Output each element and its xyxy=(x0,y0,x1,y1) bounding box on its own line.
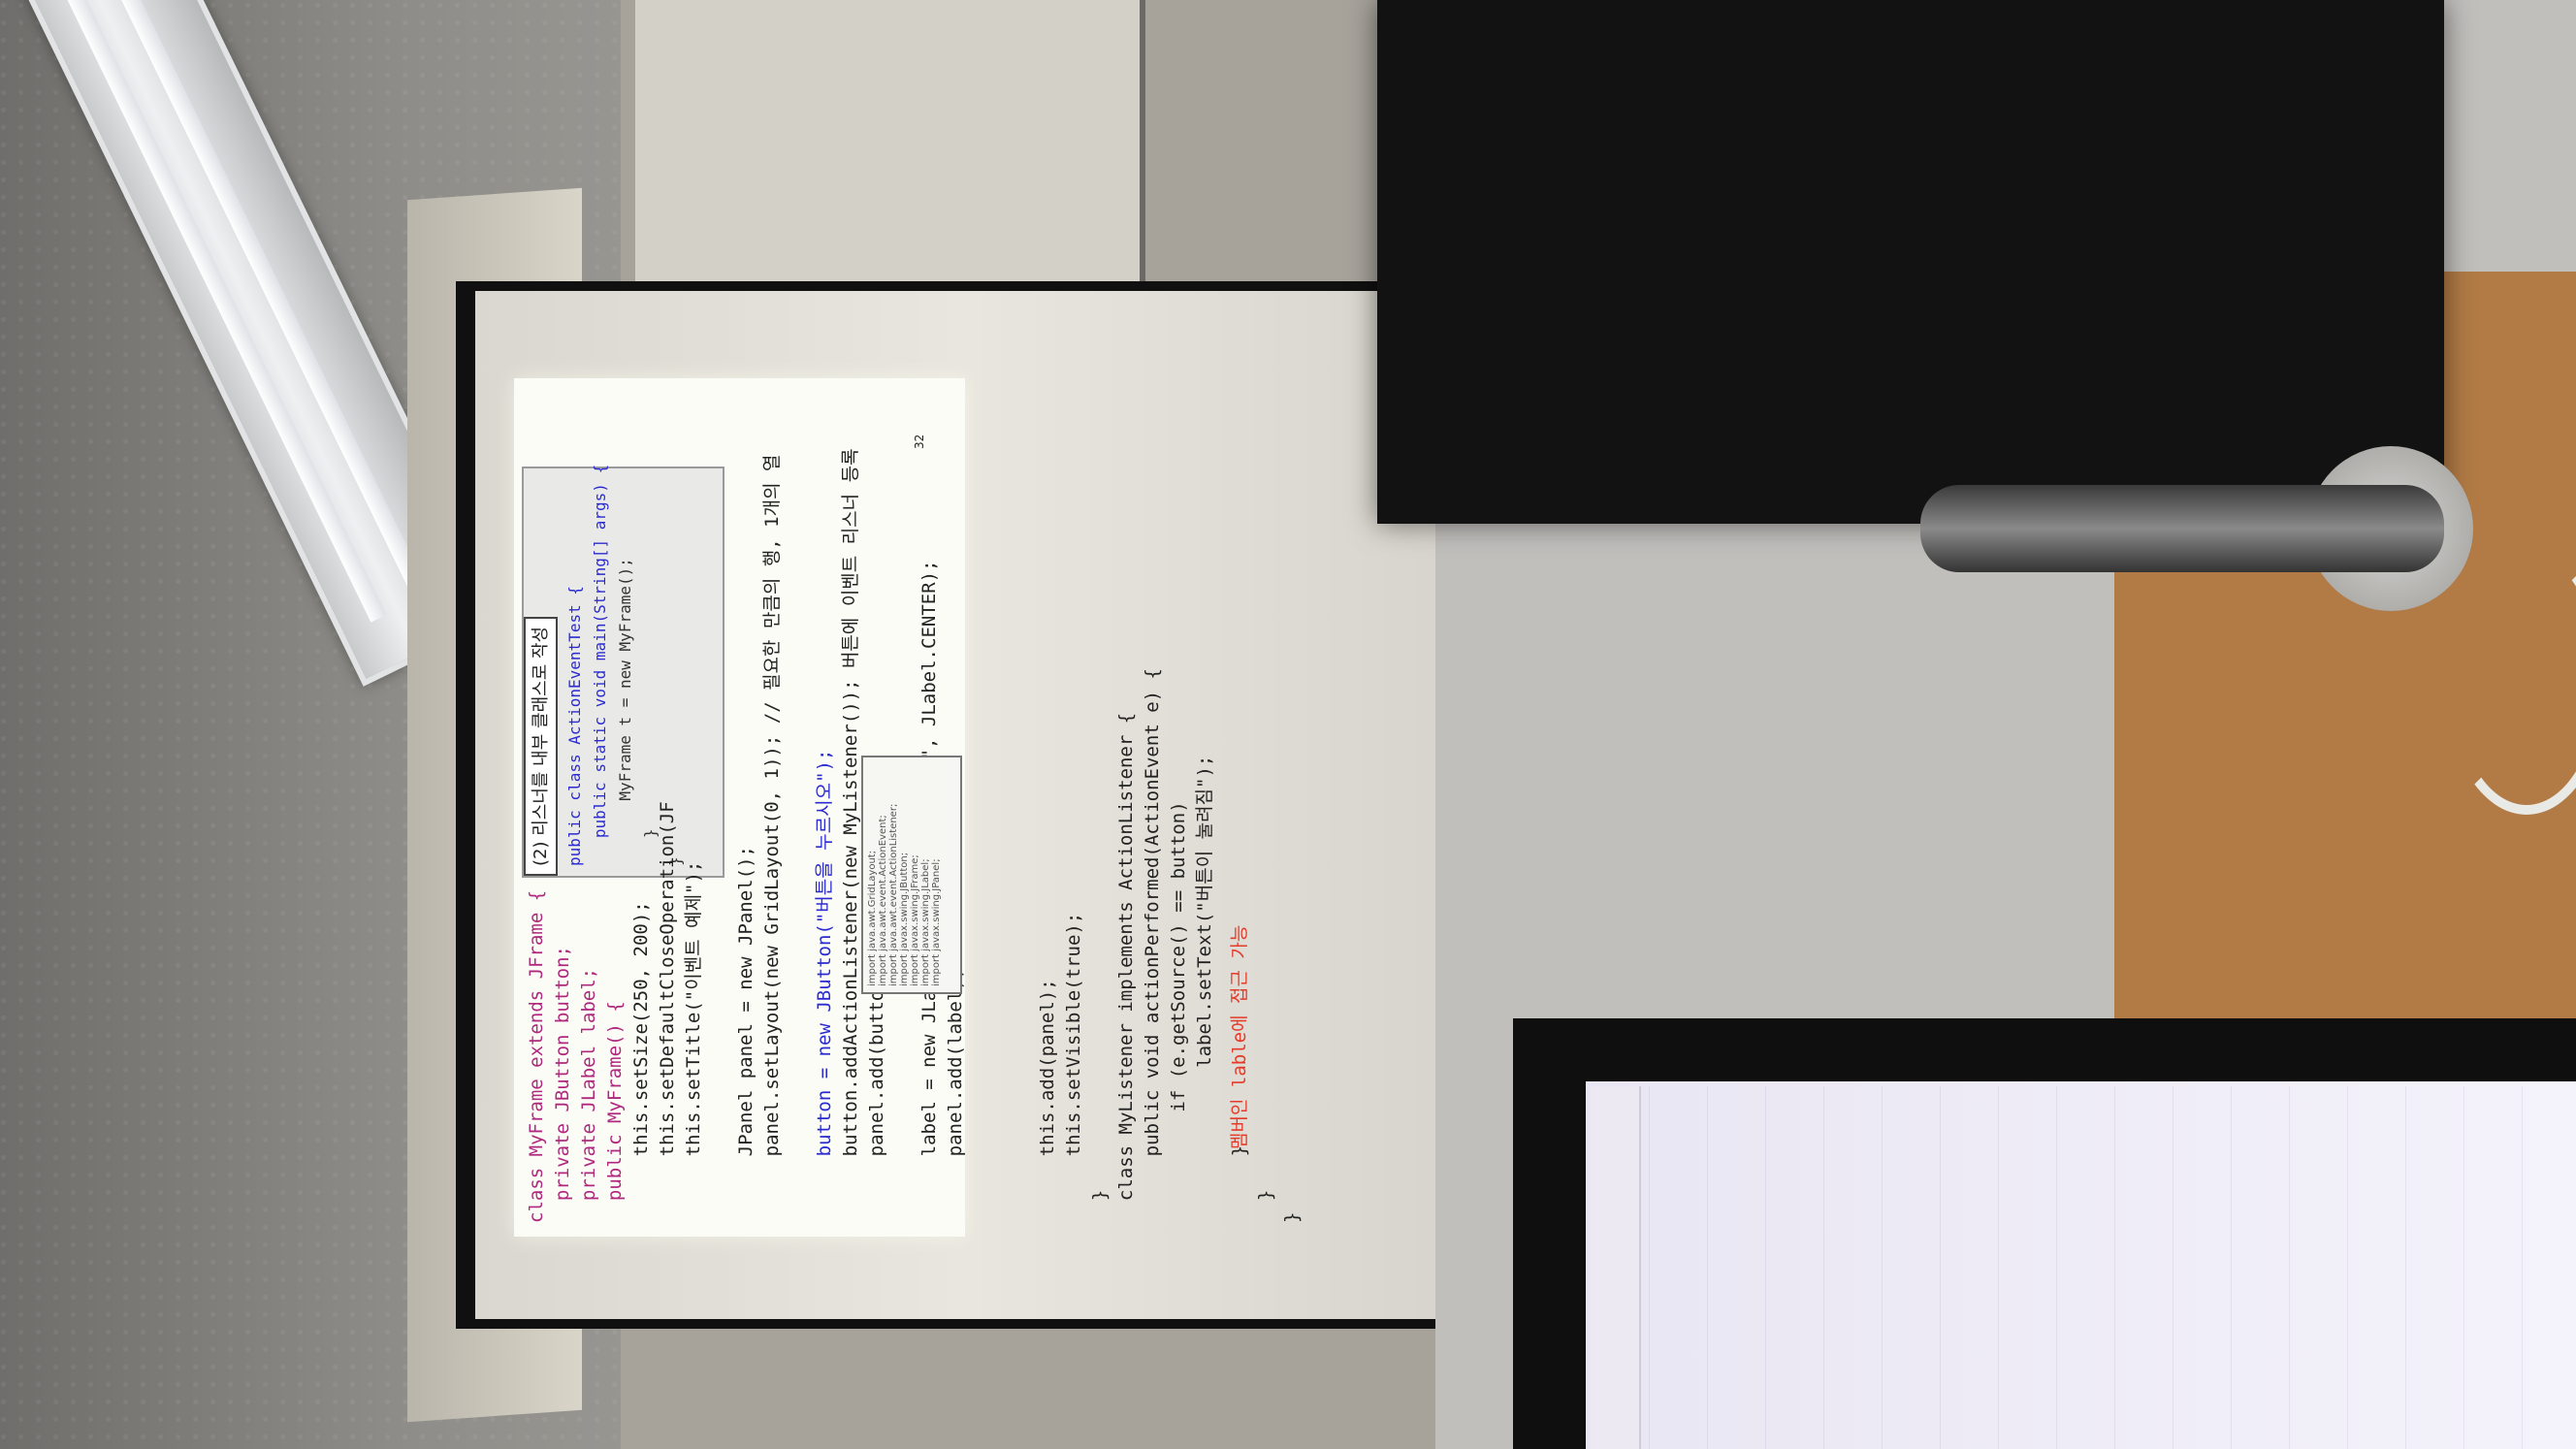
main-class-line: public static void main(String[] args) { xyxy=(591,464,609,866)
import-line: import javax.swing.JLabel; xyxy=(920,858,931,986)
main-class-box: (2) 리스너를 내부 클래스로 작성 public class ActionE… xyxy=(522,464,724,878)
code-line: public MyFrame() { xyxy=(604,1001,626,1223)
import-line: import java.awt.GridLayout; xyxy=(867,850,878,986)
code-line: button.addActionListener(new MyListener(… xyxy=(840,448,861,1223)
code-line: this.add(panel); xyxy=(1037,979,1058,1223)
whiteboard xyxy=(635,0,1145,292)
member-note: 멤버인 lable에 접근 가능 xyxy=(1229,924,1250,1149)
projected-slide: (2) 리스너를 내부 클래스로 작성 public class ActionE… xyxy=(514,378,966,1237)
import-line: import java.awt.event.ActionListener; xyxy=(888,803,899,986)
main-class-line: MyFrame t = new MyFrame(); xyxy=(616,558,634,866)
monitor-back xyxy=(1377,0,2444,524)
monitor-display xyxy=(1586,1081,2576,1449)
listener-tail: } 멤버인 lable에 접근 가능 } } xyxy=(1227,378,1343,1237)
code-line: panel.setLayout(new GridLayout(0, 1)); /… xyxy=(761,454,783,1223)
code-line: class MyFrame extends JFrame { xyxy=(526,889,547,1223)
import-line: import java.awt.event.ActionEvent; xyxy=(878,815,888,986)
monitor-stand xyxy=(1920,485,2444,572)
imports-box: import java.awt.GridLayout; import java.… xyxy=(861,756,962,994)
code-line: label.setText("버튼이 눌려짐"); xyxy=(1194,755,1215,1223)
code-line: private JButton button; xyxy=(552,946,573,1223)
slide-page-number: 32 xyxy=(913,434,926,449)
import-line: import javax.swing.JFrame; xyxy=(910,854,920,986)
code-line: } xyxy=(1281,1211,1303,1223)
import-line: import javax.swing.JPanel; xyxy=(931,858,942,986)
code-line: panel.add(button); xyxy=(866,956,887,1223)
display-content xyxy=(1649,1086,2576,1449)
code-line: } xyxy=(1255,1189,1276,1223)
code-line: this.setVisible(true); xyxy=(1063,912,1084,1223)
code-line: private JLabel label; xyxy=(578,967,599,1223)
code-line: panel.add(label); xyxy=(945,967,966,1223)
main-class-line: public class ActionEventTest { xyxy=(565,586,584,866)
listener-section: this.add(panel); this.setVisible(true); … xyxy=(1009,378,1232,1237)
code-line: button = new JButton("버튼을 누르시오"); xyxy=(814,749,835,1223)
code-line: public void actionPerformed(ActionEvent … xyxy=(1142,668,1163,1223)
slide-title-badge: (2) 리스너를 내부 클래스로 작성 xyxy=(524,616,558,876)
code-line: } xyxy=(1089,1189,1111,1223)
code-line: } xyxy=(1229,1144,1250,1223)
code-line: JPanel panel = new JPanel(); xyxy=(735,846,757,1223)
import-line: import javax.swing.JButton; xyxy=(899,852,910,986)
cable xyxy=(2444,543,2576,815)
display-toolbar xyxy=(1591,1086,1641,1449)
code-line: this.setTitle("이벤트 예제"); xyxy=(683,860,704,1223)
code-line: class MyListener implements ActionListen… xyxy=(1115,712,1137,1223)
code-line: this.setDefaultCloseOperation(JF xyxy=(657,801,678,1223)
code-line: this.setSize(250, 200); xyxy=(630,901,652,1223)
code-line: if (e.getSource() == button) xyxy=(1168,801,1189,1223)
